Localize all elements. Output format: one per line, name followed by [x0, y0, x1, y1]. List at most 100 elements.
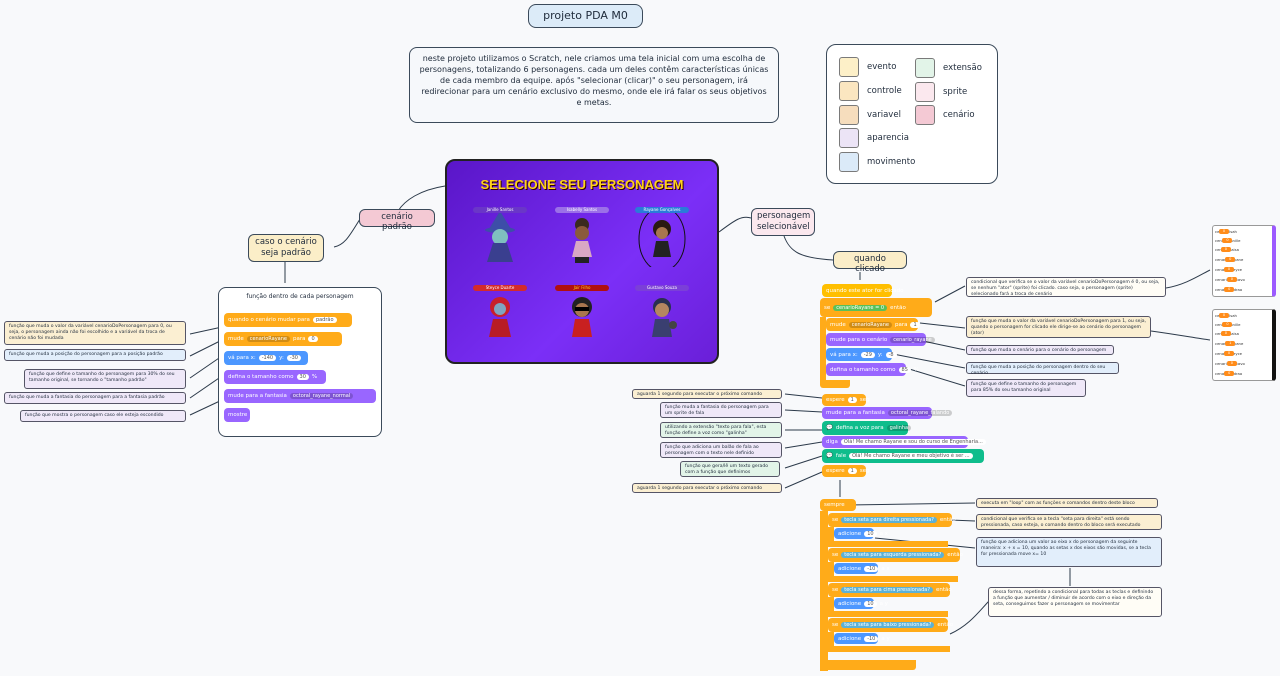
node-quando-clicado: quando clicado: [833, 251, 907, 274]
block-label: seg: [859, 468, 870, 474]
block-value: -140: [258, 355, 277, 361]
block-label: quando este ator for clicado: [826, 287, 904, 294]
block-label: diga: [826, 439, 838, 445]
sensing-condition: tecla seta para direita pressionada?: [841, 517, 937, 523]
character-select-screen: SELECIONE SEU PERSONAGEM Janille Santos …: [445, 159, 719, 364]
note-loop-1: executa em "loop" com as funções e coman…: [976, 498, 1158, 508]
block-label: então: [939, 517, 956, 523]
block-label: %: [913, 366, 920, 373]
block-label: quando o cenário mudar para: [228, 317, 310, 323]
legend-item-movimento: movimento: [839, 152, 915, 172]
legend-swatch: [839, 128, 859, 148]
block-label: mude: [228, 336, 244, 342]
block-value: -30: [286, 355, 301, 361]
character-card[interactable]: Steyce Duarte: [473, 285, 527, 345]
var-row: cenarioGustavo0: [1215, 276, 1245, 282]
control-block-sempre[interactable]: sempre: [820, 499, 856, 511]
character-card[interactable]: Janille Santos: [473, 207, 527, 267]
var-row: cenarioLaisa0: [1215, 246, 1239, 252]
character-name: Jair Filho: [555, 285, 609, 291]
character-card[interactable]: Isabelly Santos: [555, 207, 609, 267]
legend-swatch: [839, 152, 859, 172]
block-label: =: [875, 304, 880, 311]
note-mid-5: função que gera/lê um texto gerado com a…: [680, 461, 780, 477]
block-value: -29: [860, 351, 875, 358]
block-label: %: [311, 374, 318, 380]
var-value: 1: [1225, 340, 1236, 346]
block-value: -8: [885, 351, 897, 358]
block-label: tecla: [844, 517, 857, 523]
character-girl-icon: [572, 218, 592, 263]
note-right-1: condicional que verifica se o valor da v…: [966, 277, 1166, 297]
block-label: defina o tamanho como: [228, 374, 294, 380]
var-row: cenarioPedrao0: [1215, 370, 1242, 376]
sensing-condition: tecla seta para esquerda pressionada?: [841, 552, 945, 558]
speech-icon: 💬: [826, 453, 833, 459]
block-label: a y: [879, 600, 888, 607]
note-loop-3: função que adiciona um valor ao eixo x d…: [976, 537, 1162, 567]
block-label: mude para a fantasia: [826, 410, 885, 416]
if-end: [828, 646, 950, 652]
block-label: pressionada?: [897, 587, 930, 593]
character-name: Gustavo Souza: [635, 285, 689, 291]
block-value: padrão: [312, 317, 337, 323]
project-description: neste projeto utilizamos o Scratch, nele…: [409, 47, 779, 123]
block-label: fale: [835, 453, 847, 459]
var-value: 0: [1226, 360, 1237, 366]
var-row: cenarioJanille0: [1215, 237, 1240, 243]
var-value: 0: [1222, 321, 1233, 327]
var-value: 0: [1218, 228, 1229, 234]
note-mid-3: utilizando a extensão "texto para fala",…: [660, 422, 782, 438]
block-label: tecla: [844, 622, 857, 628]
var-row: cenarioRayane0: [1215, 256, 1243, 262]
block-label: seg: [859, 397, 870, 403]
if-arm: [828, 527, 834, 541]
block-label: se: [832, 517, 839, 523]
block-value: 0: [880, 304, 885, 311]
block-label: adicione: [838, 530, 862, 537]
block-label: então: [947, 552, 963, 558]
note-mid-6: aguarda 1 segundo para executar o próxim…: [632, 483, 782, 493]
block-value: 30: [296, 374, 309, 380]
var-row: cenarioPedrao0: [1215, 286, 1242, 292]
block-value: galinha: [886, 425, 912, 431]
event-block-clicado[interactable]: quando este ator for clicado: [822, 284, 904, 297]
character-card[interactable]: Gustavo Souza: [635, 285, 689, 345]
left-group-title: função dentro de cada personagem: [246, 293, 354, 300]
note-mid-4: função que adiciona um balão de fala ao …: [660, 442, 782, 458]
character-card[interactable]: Rayane Gonçalves: [635, 206, 689, 272]
block-value: 85: [898, 366, 911, 373]
block-label: y:: [279, 355, 284, 361]
character-card[interactable]: Jair Filho: [555, 285, 609, 345]
block-label: espere: [826, 468, 845, 474]
looks-block-mostre[interactable]: mostre: [224, 408, 250, 422]
var-row: cenarioSteyce0: [1215, 350, 1242, 356]
character-wizard-icon: [485, 211, 515, 262]
character-red-icon: [489, 297, 511, 337]
